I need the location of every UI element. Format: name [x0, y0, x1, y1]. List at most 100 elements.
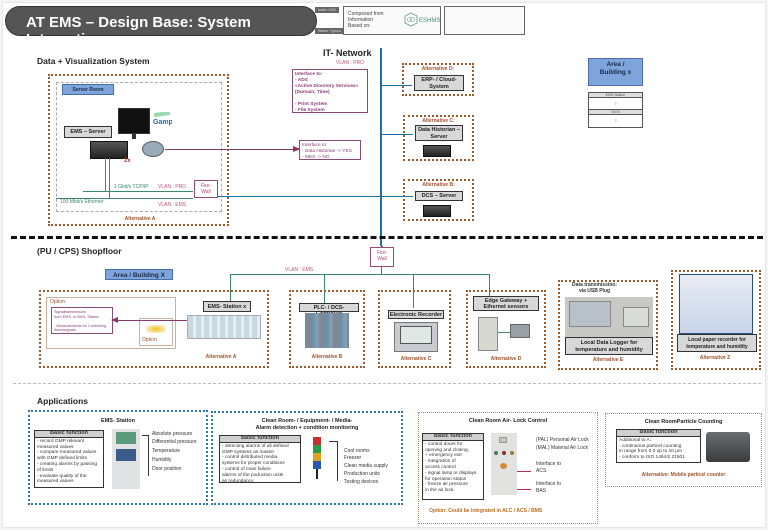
composed-text: Composed from Information Based on:	[348, 11, 384, 29]
led-red-icon	[502, 451, 506, 455]
measure-humidity: Humidity	[152, 457, 172, 463]
logo-text: ESHMS	[419, 18, 440, 24]
alternative-a-container: Server Room Gamp EMS – Server 2x 1 Gbit/…	[48, 74, 229, 226]
edge-alt-d-label: Alternative D	[490, 356, 522, 362]
paper-alt-z-label: Alternative Z	[699, 355, 731, 361]
erp-link	[381, 85, 412, 86]
app-airlock-control: Clean Room Air- Lock Control Basic funct…	[418, 412, 598, 524]
svg-text:Gamp: Gamp	[153, 119, 172, 126]
link-100mb-line	[56, 198, 193, 199]
alternative-d-container: Alternative D: ERP- / Cloud- System	[402, 63, 474, 96]
section-separator-it	[11, 236, 763, 239]
particle-alternative-note: Alternative: Mobile particel counter	[641, 472, 726, 478]
historian-server-icon	[423, 145, 451, 157]
option-label: Option:	[50, 299, 67, 305]
alternative-d-label: Alternative D:	[421, 66, 455, 72]
vendor-logo-icon	[146, 325, 166, 333]
signal-arrow	[114, 320, 189, 321]
usb-logger-icon	[623, 307, 649, 327]
edge-gateway-sensors: Edge Gateway + Ethernet sensors	[473, 296, 539, 311]
esms-logo: ESHMS	[404, 11, 440, 33]
display-blue-icon	[116, 449, 136, 461]
app-airlock-title: Clean Room Air- Lock Control	[468, 418, 548, 424]
app-particle-title: Clean RoomParticle Counting	[644, 419, 723, 425]
server-link-1	[105, 158, 106, 191]
airlock-panel-icon	[491, 433, 517, 495]
alternative-b-container: Alternative B: DCS – Server	[403, 179, 474, 221]
arrow-head-icon	[293, 146, 301, 152]
bracket-vertical	[148, 435, 149, 476]
shopfloor-alt-a-label: Alternative A	[205, 354, 237, 360]
server-rack-icon	[90, 141, 128, 159]
firewall-ems-link	[381, 267, 382, 274]
composed-box: Composed from Information Based on: ESHM…	[343, 6, 441, 35]
ems-station-drop	[230, 274, 231, 304]
vlan-ems-label: VLAN : EMS	[285, 267, 314, 273]
display-green-icon	[116, 432, 136, 444]
gamp-logo-icon: Gamp	[152, 110, 173, 126]
ems-basic-function-body: - record GMP relevant measured values - …	[37, 438, 97, 485]
usb-transmission-note: Data transmission: via USB Plug	[572, 282, 618, 294]
opc-logo-icon	[142, 141, 164, 157]
vlan-ems-local: VLAN : EMS	[158, 202, 187, 208]
measure-temperature: Temperature	[152, 448, 181, 454]
airlock-option-note: Option: Could be integrated in ALC / ACS…	[429, 508, 543, 514]
particle-counter-icon	[706, 432, 750, 462]
recorder-screen-icon	[400, 326, 432, 344]
target-testing-devices: Testing devices	[344, 479, 379, 485]
plc-dcs-controller: PLC- / DCS- Controller	[299, 303, 359, 317]
plc-alt-b-label: Alternative B	[311, 354, 343, 360]
area-building-box: Area / Building x	[588, 58, 643, 86]
section-title-applications: Applications	[37, 396, 89, 406]
particle-basic-function-box: Basic function Additional to A.: - conti…	[616, 429, 701, 463]
option-container: Option: Signaltransmission from EMS- to …	[46, 297, 176, 349]
blank-header-box	[444, 6, 525, 35]
page-title: AT EMS – Design Base: System Integration	[5, 6, 317, 48]
section-separator-shopfloor	[13, 383, 761, 384]
ems-station-x: EMS- Station x	[203, 301, 251, 312]
erp-cloud-system: ERP- / Cloud- System	[414, 75, 464, 91]
it-network-title: IT- Network	[323, 48, 372, 58]
dcs-server-icon	[423, 205, 451, 217]
logger-alternative-e-container: Data transmission: via USB Plug Local Da…	[558, 280, 658, 370]
alternative-a-label: Alternative A	[124, 216, 156, 222]
link-100mb-label: 100 Mbit/s Ethernet	[60, 199, 104, 205]
area-building-x-label: Area / Building X	[105, 269, 173, 280]
interface-ads-box: Interface to: - ADS «Active Directory Se…	[292, 69, 368, 113]
link-1gb-line	[83, 191, 193, 192]
recorder-alternative-c-container: Electronic Recorder Alternative C	[378, 290, 451, 368]
ems-server-label: EMS – Server	[64, 126, 112, 138]
arrow-left-icon	[111, 317, 118, 323]
table-value-tags: ?	[614, 119, 617, 123]
server-room-label: Server Room	[62, 84, 114, 95]
ems-vlan-bus	[230, 274, 489, 275]
plc-drop	[324, 274, 325, 304]
airlock-interface-acs: Interface to ACS	[536, 461, 562, 474]
local-data-logger: Local Data Logger for temperature and hu…	[565, 337, 653, 355]
option-sub-container: Option	[139, 318, 173, 346]
ethernet-sensor-icon	[510, 324, 530, 338]
table-header-tags: TAG's	[589, 110, 642, 115]
app-particle-counting: Clean RoomParticle Counting Basic functi…	[605, 413, 762, 487]
ems-tag-table: EMS Station ? TAG's ?	[588, 92, 643, 128]
edge-drop	[489, 274, 490, 298]
app-ems-station-title: EMS- Station	[101, 418, 135, 424]
alarm-bracket-vertical	[337, 441, 338, 481]
edge-alternative-d-container: Edge Gateway + Ethernet sensors Alternat…	[466, 290, 546, 368]
table-value-ems-station: ?	[589, 98, 642, 110]
plc-hardware-icon	[305, 313, 349, 348]
alternative-c-label: Alternative C:	[422, 118, 455, 124]
vlan-pro-label: VLAN : PRO	[336, 60, 365, 66]
recorder-hardware-icon	[394, 322, 438, 352]
target-freezer: Freezer	[344, 455, 362, 461]
vlan-pro-local: VLAN : PRO	[158, 184, 187, 190]
bas-arrow	[517, 489, 531, 490]
local-paper-recorder: Local paper recorder for temperature and…	[677, 334, 757, 352]
status-label: Status: Typical	[315, 28, 344, 34]
alarm-basic-function-head: Basic function	[220, 435, 300, 443]
server-room-area	[56, 82, 222, 212]
firewall-shopfloor: Fire- Wall	[370, 247, 394, 267]
signal-tower-icon	[313, 437, 321, 479]
paper-recorder-alternative-z-container: Local paper recorder for temperature and…	[671, 270, 761, 370]
